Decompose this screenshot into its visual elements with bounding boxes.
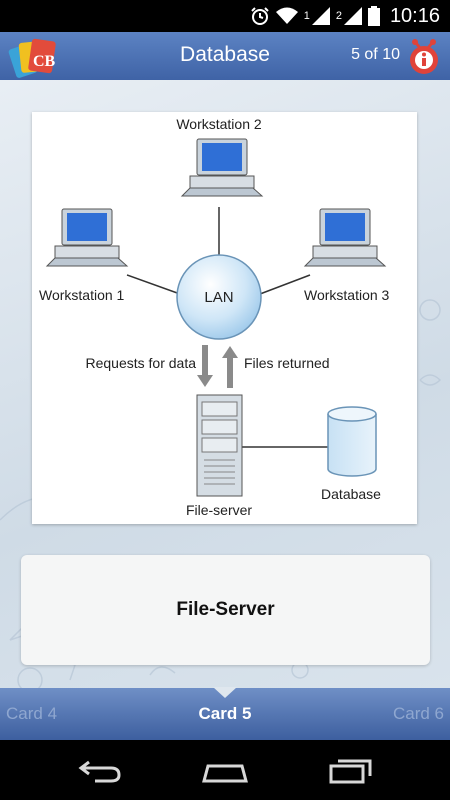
status-bar: 1 2 10:16 — [0, 0, 450, 32]
clock: 10:16 — [389, 4, 440, 27]
file-server-label: File-server — [186, 502, 252, 518]
card-counter: 5 of 10 — [351, 46, 400, 63]
diagram-card: Workstation 2 Workstation 1 Workstation … — [32, 112, 417, 524]
network-diagram: Workstation 2 Workstation 1 Workstation … — [39, 116, 390, 518]
workstation-2-icon — [180, 138, 264, 197]
lan-node — [176, 254, 262, 340]
wifi-icon — [275, 7, 298, 24]
sim1-label: 1 — [303, 10, 310, 22]
file-server-icon — [196, 394, 243, 497]
return-arrow — [222, 346, 238, 388]
card-content: Workstation 2 Workstation 1 Workstation … — [0, 80, 450, 688]
current-card-pointer — [213, 687, 237, 698]
link-line — [126, 274, 181, 295]
answer-card[interactable]: File-Server — [21, 555, 430, 665]
workstation-3-label: Workstation 3 — [304, 287, 390, 303]
request-arrow — [197, 345, 213, 387]
signal-icon — [311, 7, 330, 25]
app-header: CB Database 5 of 10 — [0, 32, 450, 80]
database-icon — [327, 406, 377, 477]
answer-text: File-Server — [176, 599, 275, 620]
lan-label: LAN — [204, 289, 233, 306]
workstation-1-label: Workstation 1 — [39, 287, 125, 303]
card-deck-logo[interactable]: CB — [8, 36, 64, 80]
prev-card-tab[interactable]: Card 4 — [6, 704, 58, 723]
alarm-icon — [250, 7, 269, 25]
home-icon[interactable] — [200, 754, 250, 786]
back-icon[interactable] — [75, 754, 125, 786]
svg-text:CB: CB — [33, 53, 56, 70]
requests-label: Requests for data — [85, 355, 196, 371]
recent-apps-icon[interactable] — [326, 754, 376, 786]
workstation-3-icon — [303, 208, 387, 267]
page-title: Database — [180, 43, 270, 66]
workstation-1-icon — [45, 208, 129, 267]
files-returned-label: Files returned — [244, 355, 330, 371]
current-card-tab[interactable]: Card 5 — [198, 704, 252, 723]
link-line — [259, 274, 311, 295]
battery-icon — [367, 6, 380, 26]
signal-icon — [343, 7, 362, 25]
next-card-tab[interactable]: Card 6 — [392, 704, 444, 723]
info-icon[interactable] — [406, 37, 442, 75]
system-navigation-bar — [0, 740, 450, 800]
card-navigation: Card 4 Card 5 Card 6 — [0, 687, 450, 740]
database-label: Database — [321, 486, 381, 502]
sim2-label: 2 — [335, 10, 342, 22]
workstation-2-label: Workstation 2 — [176, 116, 262, 132]
